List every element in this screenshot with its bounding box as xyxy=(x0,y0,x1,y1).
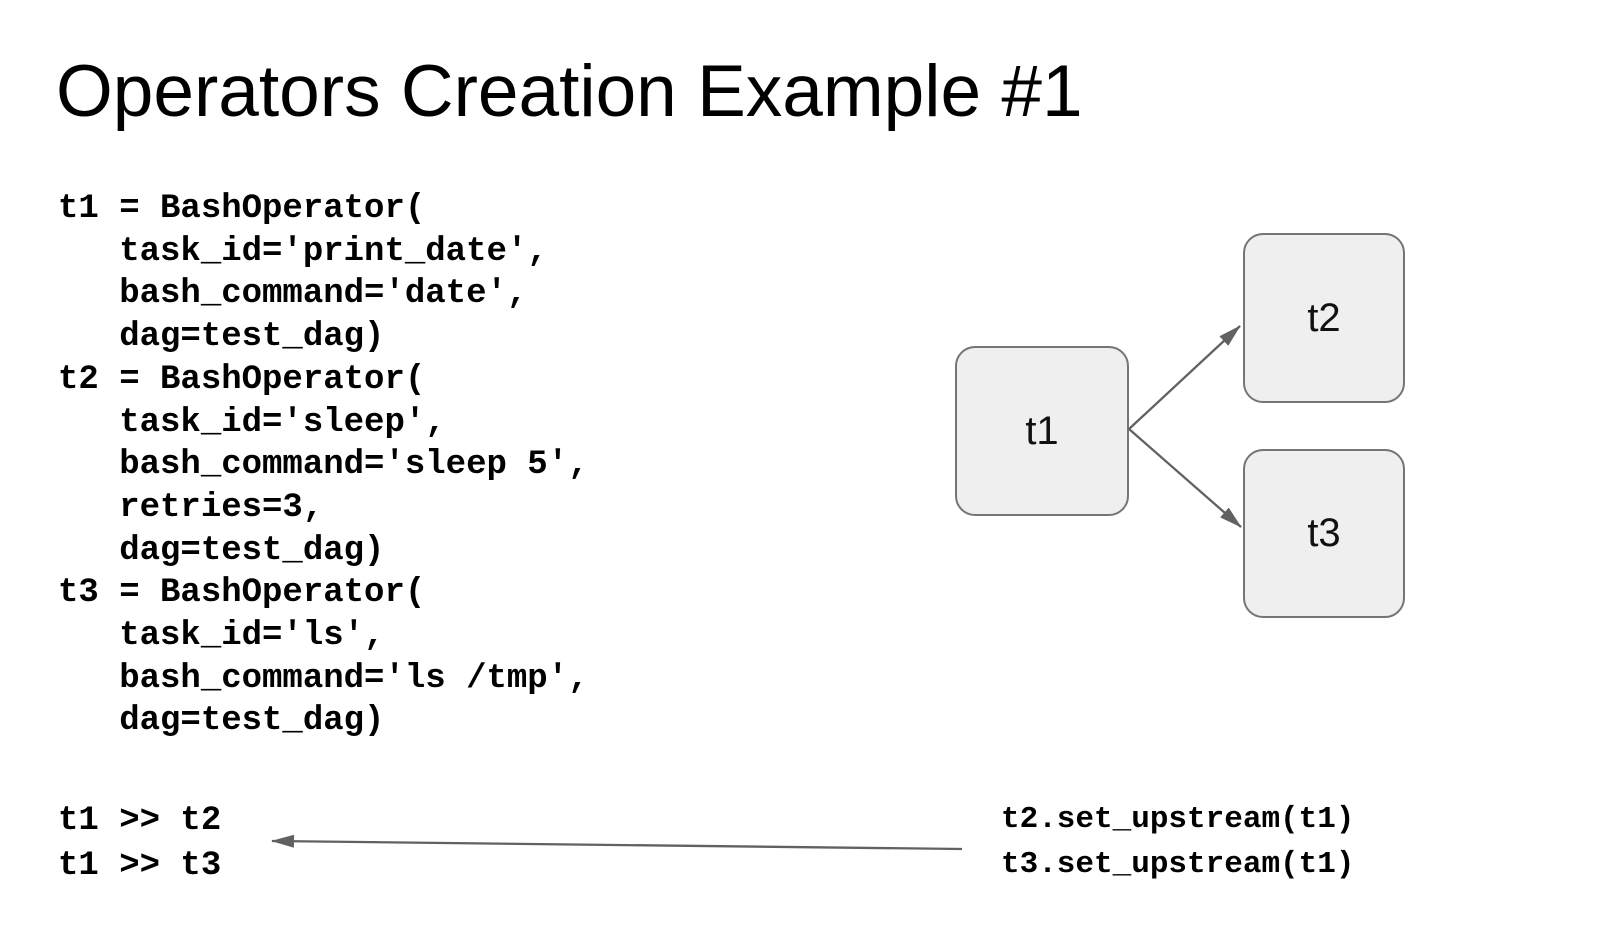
code-line: t3.set_upstream(t1) xyxy=(1001,847,1355,882)
code-line: t1 >> t2 xyxy=(58,802,222,840)
edge-t1-t3-arrow xyxy=(1128,428,1242,528)
code-line: t1 = BashOperator( xyxy=(58,190,426,228)
equivalence-annotation-arrow xyxy=(271,834,963,851)
code-line: task_id='ls', xyxy=(58,617,385,656)
slide-title: Operators Creation Example #1 xyxy=(56,51,1083,132)
edge-t1-t2-arrow xyxy=(1128,325,1241,430)
dag-node-t1: t1 xyxy=(955,346,1129,516)
code-block-bitshift-chaining: t1 >> t2 t1 >> t3 xyxy=(58,799,221,889)
code-block-operator-definitions: t1 = BashOperator( task_id='print_date',… xyxy=(58,188,589,743)
code-line: t1 >> t3 xyxy=(58,847,222,885)
code-line: t2 = BashOperator( xyxy=(58,360,426,399)
dag-node-t3: t3 xyxy=(1243,449,1405,618)
dag-node-t2: t2 xyxy=(1243,233,1405,403)
dag-node-label: t3 xyxy=(1307,511,1341,555)
code-line: retries=3, xyxy=(58,488,324,527)
code-block-set-upstream: t2.set_upstream(t1) t3.set_upstream(t1) xyxy=(1001,797,1354,887)
code-line: t2.set_upstream(t1) xyxy=(1001,802,1355,837)
dag-node-label: t2 xyxy=(1307,295,1341,340)
code-line: task_id='print_date', xyxy=(58,232,548,271)
code-line: t3 = BashOperator( xyxy=(58,574,426,613)
code-line: bash_command='ls /tmp', xyxy=(58,659,589,698)
code-line: dag=test_dag) xyxy=(58,531,385,570)
code-line: task_id='sleep', xyxy=(58,403,446,442)
code-line: dag=test_dag) xyxy=(58,702,385,741)
code-line: bash_command='sleep 5', xyxy=(58,446,589,485)
code-line: dag=test_dag) xyxy=(58,318,385,357)
dag-node-label: t1 xyxy=(1025,408,1059,453)
code-line: bash_command='date', xyxy=(58,275,528,314)
